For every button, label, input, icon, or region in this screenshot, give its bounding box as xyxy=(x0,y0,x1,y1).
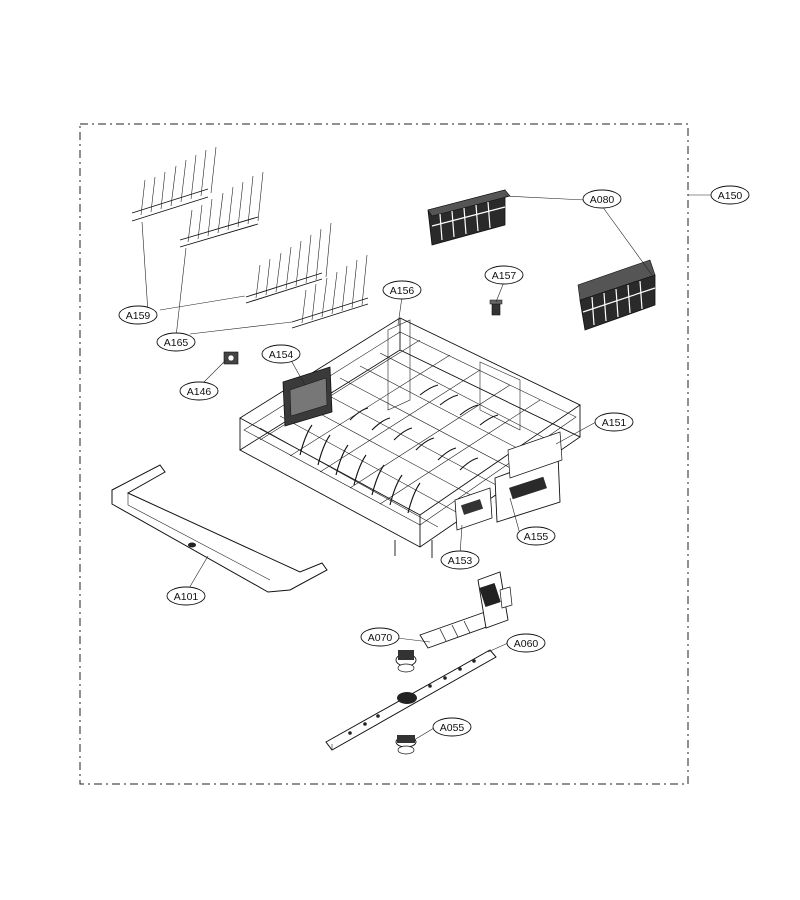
callout-a154-label: A154 xyxy=(269,349,294,361)
callout-a070: A070 xyxy=(360,627,400,647)
callout-a165: A165 xyxy=(156,332,196,352)
cutlery-grid-lower xyxy=(577,259,656,331)
callout-a151: A151 xyxy=(594,412,634,432)
callout-a153: A153 xyxy=(440,550,480,570)
callout-a156: A156 xyxy=(382,280,422,300)
callout-a157-label: A157 xyxy=(492,270,517,282)
callout-a101-label: A101 xyxy=(174,591,199,603)
spray-arm-nut xyxy=(395,735,417,755)
callout-a151-label: A151 xyxy=(602,417,627,429)
callout-a159-label: A159 xyxy=(126,310,151,322)
callout-a055: A055 xyxy=(432,717,472,737)
callout-a157: A157 xyxy=(484,265,524,285)
callout-a080: A080 xyxy=(582,189,622,209)
callout-a070-label: A070 xyxy=(368,632,393,644)
callout-a156-label: A156 xyxy=(390,285,415,297)
callout-a150-label: A150 xyxy=(718,190,743,202)
roller-part xyxy=(223,351,239,365)
callout-a155-label: A155 xyxy=(524,531,549,543)
rack-basket xyxy=(239,317,581,558)
rack-handle xyxy=(111,464,328,593)
tine-row-4 xyxy=(291,254,369,329)
tine-row-2 xyxy=(179,171,264,248)
callout-a154: A154 xyxy=(261,344,301,364)
callout-a165-label: A165 xyxy=(164,337,189,349)
tine-row-1 xyxy=(131,146,217,222)
callout-a146: A146 xyxy=(179,381,219,401)
clip-part xyxy=(489,299,503,316)
callout-a146-label: A146 xyxy=(187,386,212,398)
spray-arm xyxy=(325,649,497,751)
spray-feed-tube xyxy=(419,571,513,649)
assembly-boundary xyxy=(79,123,689,785)
callout-a155: A155 xyxy=(516,526,556,546)
tine-row-3 xyxy=(245,222,332,304)
cutlery-grid-upper xyxy=(427,189,511,246)
callout-a060-label: A060 xyxy=(514,638,539,650)
callout-a080-label: A080 xyxy=(590,194,615,206)
callout-a055-label: A055 xyxy=(440,722,465,734)
callout-a101: A101 xyxy=(166,586,206,606)
spray-nozzle-part xyxy=(395,650,417,673)
callout-a153-label: A153 xyxy=(448,555,473,567)
callout-a060: A060 xyxy=(506,633,546,653)
callout-a159: A159 xyxy=(118,305,158,325)
callout-a150: A150 xyxy=(710,185,750,205)
